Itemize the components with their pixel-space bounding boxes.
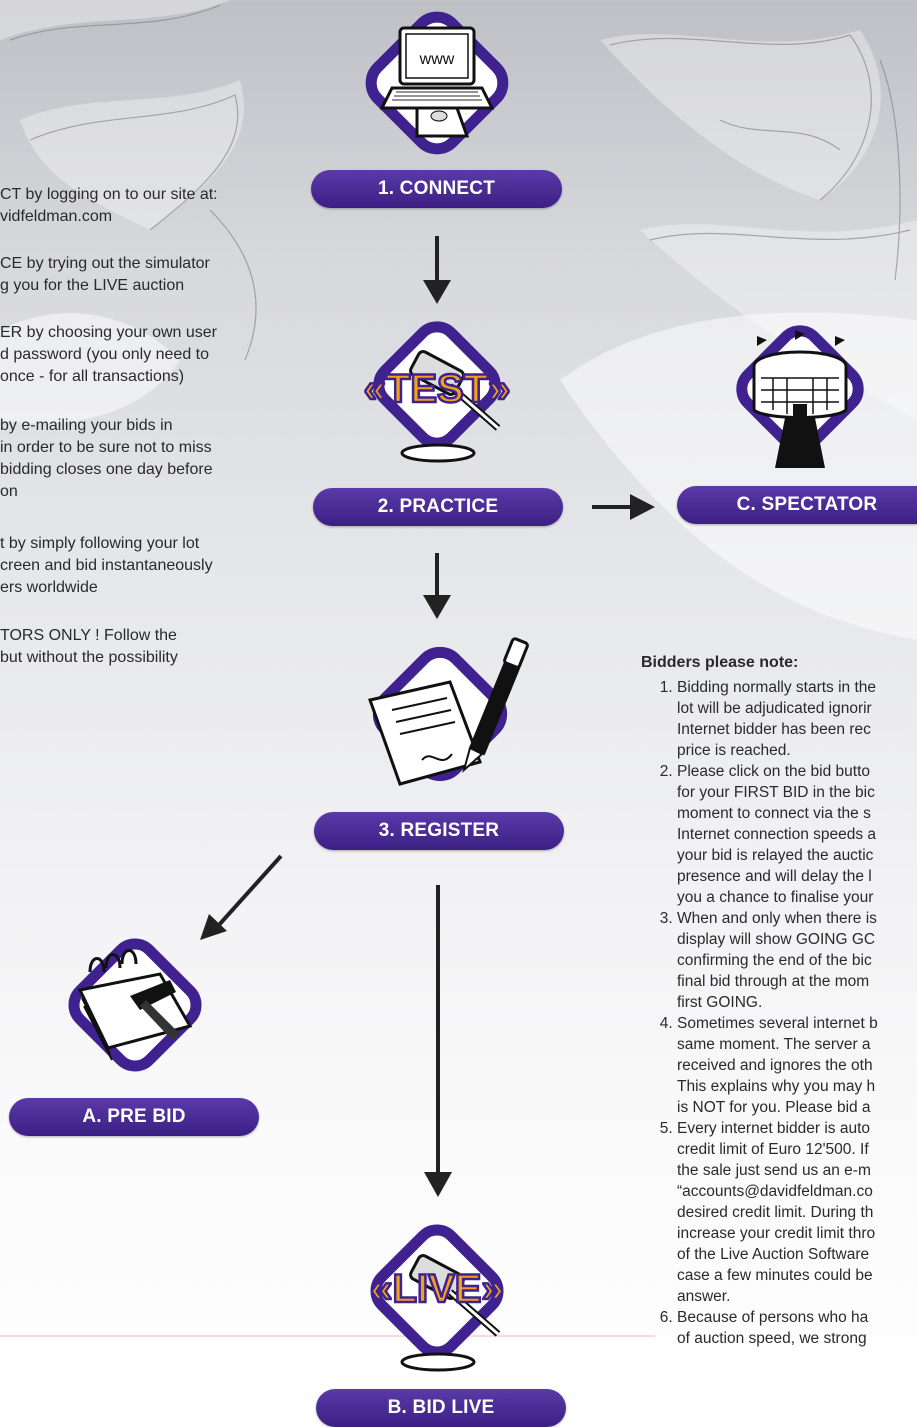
notepad-bid-icon	[68, 938, 202, 1072]
arrow-connect-to-practice	[423, 236, 451, 304]
stadium-icon	[736, 325, 864, 468]
note-item: Sometimes several internet b same moment…	[677, 1013, 917, 1118]
step-bid-live-button[interactable]: B. BID LIVE	[316, 1389, 566, 1427]
instruction-register: ER by choosing your own user d password …	[0, 324, 217, 385]
register-pen-icon	[368, 637, 529, 786]
step-connect-button[interactable]: 1. CONNECT	[311, 170, 562, 208]
arrow-register-to-bid-live	[424, 885, 452, 1197]
step-spectator-button[interactable]: C. SPECTATOR	[677, 486, 917, 524]
arrow-register-to-pre-bid	[200, 854, 283, 940]
note-item: Bidding normally starts in the lot will …	[677, 677, 917, 761]
step-practice-button[interactable]: 2. PRACTICE	[313, 488, 563, 526]
note-item: When and only when there is display will…	[677, 908, 917, 1013]
note-item: Because of persons who ha of auction spe…	[677, 1307, 917, 1349]
www-screen-text: www	[419, 51, 455, 68]
instruction-connect: CT by logging on to our site at: vidfeld…	[0, 186, 218, 225]
instruction-practice: CE by trying out the simulator g you for…	[0, 255, 210, 294]
note-item: Every internet bidder is auto credit lim…	[677, 1118, 917, 1307]
live-banner: «LIVE»	[369, 1266, 505, 1313]
test-banner: «TEST»	[362, 366, 511, 413]
bidders-notes: Bidders please note: Bidding normally st…	[641, 652, 917, 1349]
step-register-button[interactable]: 3. REGISTER	[314, 812, 564, 850]
gavel-live-icon: «LIVE»	[369, 1224, 505, 1372]
gavel-test-icon: «TEST»	[362, 321, 512, 463]
instruction-pre-bid: by e-mailing your bids in in order to be…	[0, 417, 213, 500]
notes-title: Bidders please note:	[641, 654, 799, 671]
step-pre-bid-button[interactable]: A. PRE BID	[9, 1098, 259, 1136]
note-item: Please click on the bid butto for your F…	[677, 761, 917, 908]
notes-list: Bidding normally starts in the lot will …	[641, 677, 917, 1349]
instruction-bid-live: t by simply following your lot creen and…	[0, 535, 213, 596]
computer-icon: www	[365, 11, 509, 155]
arrow-practice-to-register	[423, 553, 451, 619]
instruction-spectator: TORS ONLY ! Follow the but without the p…	[0, 627, 178, 666]
arrow-practice-to-spectator	[592, 494, 655, 520]
svg-text:«LIVE»: «LIVE»	[370, 1267, 503, 1311]
svg-text:«TEST»: «TEST»	[364, 367, 511, 411]
